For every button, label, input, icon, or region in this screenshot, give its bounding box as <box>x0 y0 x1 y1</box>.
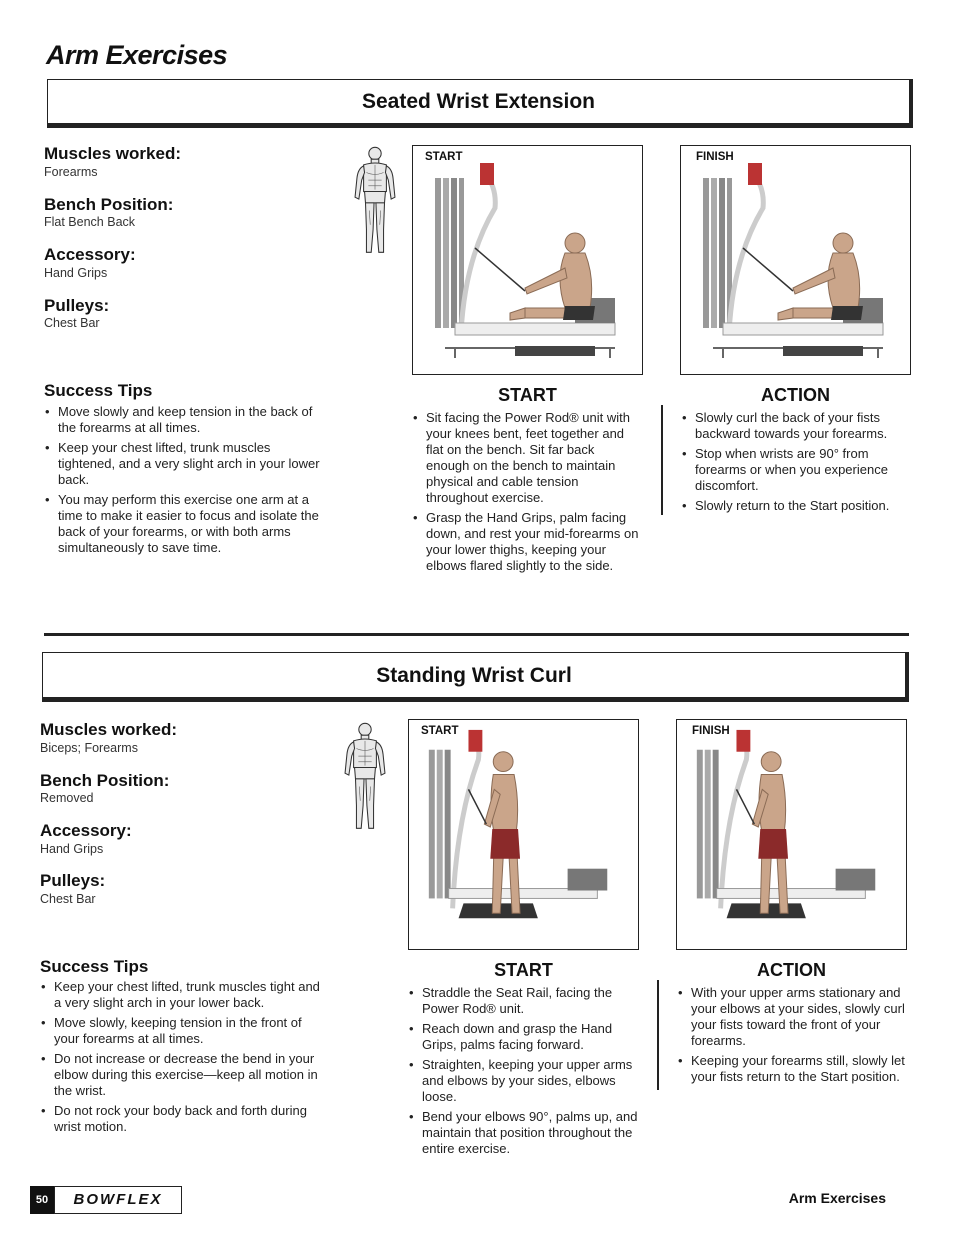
tip-item: Move slowly, keeping tension in the fron… <box>40 1015 322 1047</box>
section-divider <box>44 633 909 636</box>
start-heading: START <box>494 960 553 980</box>
brand-logo: BOWFLEX <box>54 1186 182 1214</box>
muscle-diagram-icon <box>340 720 390 834</box>
muscles-value: Forearms <box>44 165 98 179</box>
tip-item: Move slowly and keep tension in the back… <box>44 404 326 436</box>
section-header-standing-wrist-curl: Standing Wrist Curl <box>42 652 909 702</box>
action-heading: ACTION <box>757 960 826 980</box>
accessory-value: Hand Grips <box>44 266 108 280</box>
muscle-diagram-icon <box>350 144 400 258</box>
section-header-seated-wrist-extension: Seated Wrist Extension <box>47 79 913 128</box>
muscles-value: Biceps; Forearms <box>40 741 138 755</box>
action-steps-list: Slowly curl the back of your fists backw… <box>681 410 909 518</box>
column-divider <box>661 405 663 515</box>
tip-item: Keep your chest lifted, trunk muscles ti… <box>40 979 322 1011</box>
start-photo-tag: START <box>421 725 459 737</box>
action-steps-list: With your upper arms stationary and your… <box>677 985 907 1089</box>
success-tips-heading: Success Tips <box>40 957 149 976</box>
bench-position-value: Removed <box>40 791 94 805</box>
accessory-label: Accessory: <box>44 245 136 264</box>
seated-finish-illustration <box>683 148 909 374</box>
finish-photo-tag: FINISH <box>692 725 730 737</box>
start-step: Sit facing the Power Rod® unit with your… <box>412 410 640 506</box>
column-divider <box>657 980 659 1090</box>
pulleys-value: Chest Bar <box>44 316 100 330</box>
action-step: Stop when wrists are 90° from forearms o… <box>681 446 909 494</box>
start-step: Reach down and grasp the Hand Grips, pal… <box>408 1021 638 1053</box>
tip-item: Do not rock your body back and forth dur… <box>40 1103 322 1135</box>
footer-section-label: Arm Exercises <box>788 1190 886 1206</box>
standing-finish-illustration <box>677 720 905 948</box>
action-heading: ACTION <box>761 385 830 405</box>
section-title: Seated Wrist Extension <box>361 90 595 113</box>
start-photo: START <box>412 145 643 375</box>
success-tips-list: Keep your chest lifted, trunk muscles ti… <box>40 979 322 1139</box>
pulleys-value: Chest Bar <box>40 892 96 906</box>
success-tips-list: Move slowly and keep tension in the back… <box>44 404 326 560</box>
seated-start-illustration <box>415 148 641 374</box>
pulleys-label: Pulleys: <box>44 296 110 315</box>
muscles-label: Muscles worked: <box>40 720 177 739</box>
action-step: Keeping your forearms still, slowly let … <box>677 1053 907 1085</box>
success-tips-heading: Success Tips <box>44 381 153 400</box>
page-title: Arm Exercises <box>46 40 228 70</box>
finish-photo: FINISH <box>676 719 907 950</box>
tip-item: Do not increase or decrease the bend in … <box>40 1051 322 1099</box>
start-step: Straddle the Seat Rail, facing the Power… <box>408 985 638 1017</box>
action-step: Slowly curl the back of your fists backw… <box>681 410 909 442</box>
pulleys-label: Pulleys: <box>40 871 106 890</box>
finish-photo-tag: FINISH <box>696 151 734 163</box>
page-number: 50 <box>30 1186 54 1214</box>
muscles-label: Muscles worked: <box>44 144 181 163</box>
standing-start-illustration <box>409 720 637 948</box>
tip-item: You may perform this exercise one arm at… <box>44 492 326 556</box>
start-step: Straighten, keeping your upper arms and … <box>408 1057 638 1105</box>
bench-position-label: Bench Position: <box>44 195 174 214</box>
tip-item: Keep your chest lifted, trunk muscles ti… <box>44 440 326 488</box>
action-step: With your upper arms stationary and your… <box>677 985 907 1049</box>
finish-photo: FINISH <box>680 145 911 375</box>
start-steps-list: Straddle the Seat Rail, facing the Power… <box>408 985 638 1161</box>
start-photo-tag: START <box>425 151 463 163</box>
section-title: Standing Wrist Curl <box>376 664 572 687</box>
start-step: Bend your elbows 90°, palms up, and main… <box>408 1109 638 1157</box>
bench-position-label: Bench Position: <box>40 771 170 790</box>
start-steps-list: Sit facing the Power Rod® unit with your… <box>412 410 640 578</box>
bench-position-value: Flat Bench Back <box>44 215 136 229</box>
action-step: Slowly return to the Start position. <box>681 498 909 514</box>
start-photo: START <box>408 719 639 950</box>
accessory-value: Hand Grips <box>40 842 104 856</box>
start-heading: START <box>498 385 557 405</box>
start-step: Grasp the Hand Grips, palm facing down, … <box>412 510 640 574</box>
accessory-label: Accessory: <box>40 821 132 840</box>
